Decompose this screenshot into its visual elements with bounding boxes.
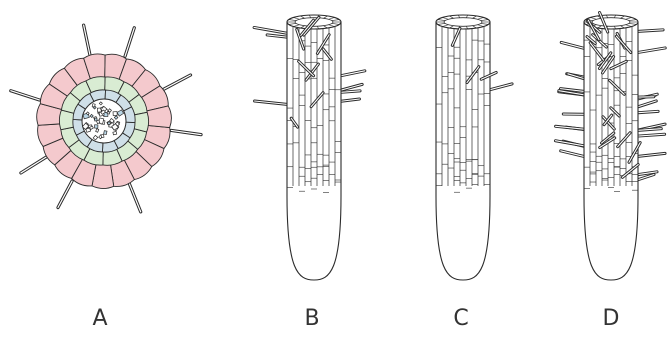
root-hairs-back [490, 84, 512, 90]
root-top-inner [592, 18, 630, 27]
panel-label-a: A [80, 306, 120, 331]
root-hair-highlight [58, 181, 72, 207]
root-top-inner [444, 18, 482, 27]
stele-cell [113, 131, 117, 134]
stele-cell [108, 122, 111, 125]
stele-core [82, 99, 126, 143]
root-hair-highlight [254, 27, 287, 33]
root-hair-highlight [129, 184, 140, 212]
panel-label-b: B [292, 306, 332, 331]
root-hair-highlight [561, 42, 584, 48]
root-hair-highlight [84, 25, 90, 54]
panel-c-root-tip [436, 15, 512, 280]
root-hair-highlight [638, 101, 656, 107]
root-hair-highlight [125, 28, 134, 57]
panel-label-c: C [441, 306, 481, 331]
root-top-end [436, 15, 490, 29]
root-hair-highlight [341, 84, 362, 90]
cortex-cell [134, 112, 149, 132]
stele-cell [101, 134, 104, 137]
root-tip-outline [436, 22, 490, 280]
root-hair-highlight [638, 48, 665, 53]
panel-b-root-tip [254, 15, 365, 280]
root-hair-highlight [490, 84, 512, 90]
stele-cell [104, 131, 107, 135]
panel-a-cross-section [11, 25, 201, 212]
stele-cell [95, 118, 97, 121]
root-hair-highlight [11, 91, 40, 100]
root-hair-highlight [21, 157, 46, 173]
panel-d-root-tip [555, 12, 665, 280]
root-hair-highlight [561, 151, 584, 157]
stele-cell [95, 125, 98, 128]
root-hair-highlight [341, 71, 365, 76]
root-hair-highlight [164, 75, 190, 89]
root-tip-outline [287, 22, 341, 280]
root-outline [287, 22, 341, 280]
root-outline [436, 22, 490, 280]
stele-cell [92, 104, 95, 107]
stele-cell [113, 112, 117, 116]
panel-label-d: D [591, 306, 631, 331]
